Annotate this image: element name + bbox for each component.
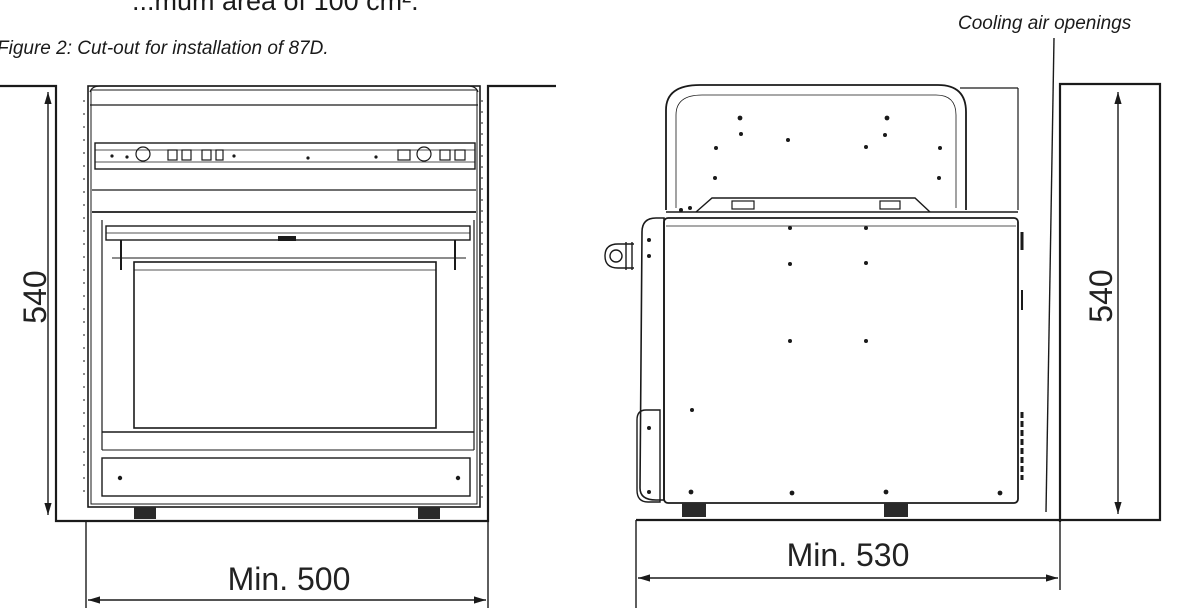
front-width-label: Min. 500 bbox=[228, 561, 351, 597]
side-knob bbox=[604, 242, 634, 270]
side-door-profile bbox=[639, 217, 665, 501]
cooling-air-leader-line bbox=[1045, 37, 1055, 513]
side-foot-front bbox=[682, 503, 706, 517]
side-cutout-outline bbox=[636, 82, 1162, 522]
side-view bbox=[604, 82, 1162, 608]
side-main-body bbox=[663, 217, 1019, 504]
front-cutout-outline bbox=[0, 84, 556, 523]
cooling-air-openings-label: Cooling air openings bbox=[958, 13, 1132, 34]
side-height-label: 540 bbox=[1083, 269, 1119, 322]
side-depth-label: Min. 530 bbox=[787, 537, 910, 573]
front-height-label: 540 bbox=[17, 270, 53, 323]
front-door-window bbox=[133, 261, 437, 429]
front-view bbox=[0, 84, 556, 523]
front-control-panel bbox=[94, 142, 476, 170]
front-foot-left bbox=[134, 507, 156, 519]
front-width-dimension bbox=[85, 522, 489, 608]
header-text: ...mum area of 100 cm². bbox=[132, 0, 419, 16]
side-upper-housing bbox=[665, 84, 967, 210]
front-foot-right bbox=[418, 507, 440, 519]
side-depth-dimension bbox=[638, 522, 1061, 590]
figure-caption: Figure 2: Cut-out for installation of 87… bbox=[0, 38, 329, 59]
side-foot-rear bbox=[884, 503, 908, 517]
front-oven-body bbox=[87, 85, 481, 508]
front-control-knobs bbox=[135, 146, 466, 162]
